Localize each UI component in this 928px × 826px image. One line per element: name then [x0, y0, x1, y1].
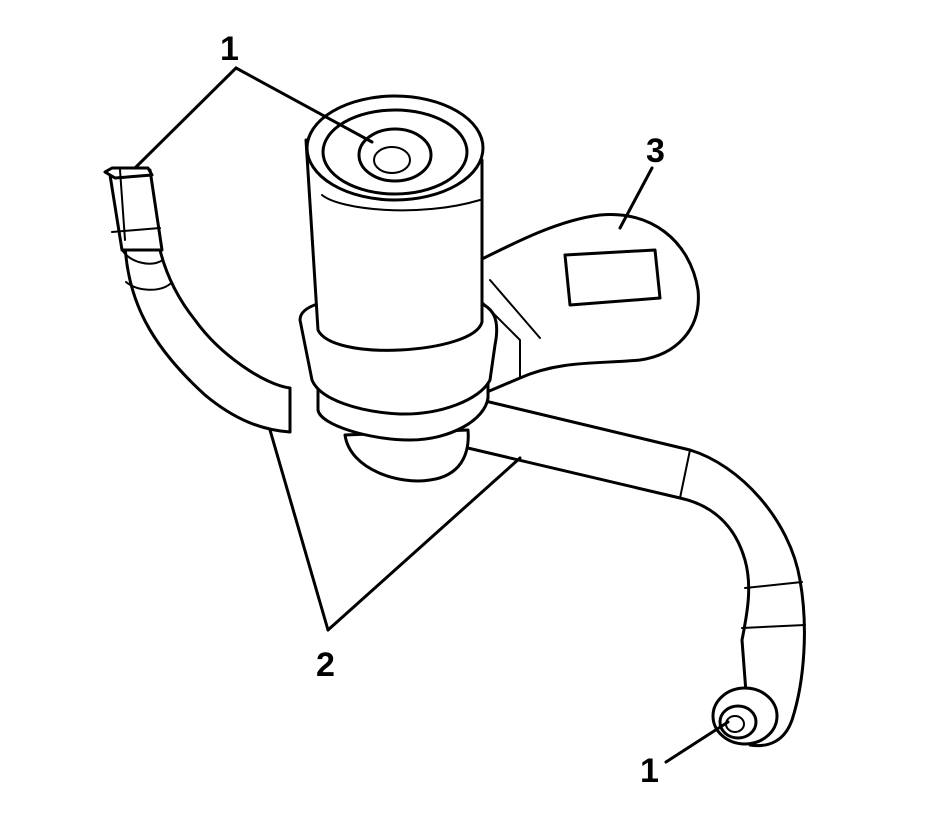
harness-right-branch	[453, 393, 806, 748]
leader-line-2-left	[268, 428, 330, 632]
leader-line-1-bottom	[664, 720, 730, 764]
leader-line-2-right	[326, 456, 522, 632]
callout-1-top: 1	[220, 30, 239, 68]
connector-terminal-left	[103, 166, 154, 241]
callout-2: 2	[316, 646, 335, 684]
callout-3: 3	[646, 132, 665, 170]
sensor-body	[298, 94, 499, 483]
connector-terminal-right	[711, 686, 779, 746]
leader-lines	[133, 66, 730, 764]
leader-line-1-center	[234, 66, 374, 144]
leader-line-1-left	[133, 66, 238, 170]
leader-line-3	[618, 166, 654, 230]
callout-1-bottom: 1	[640, 752, 659, 790]
mounting-bracket	[478, 212, 700, 397]
harness-left-branch	[108, 168, 292, 434]
